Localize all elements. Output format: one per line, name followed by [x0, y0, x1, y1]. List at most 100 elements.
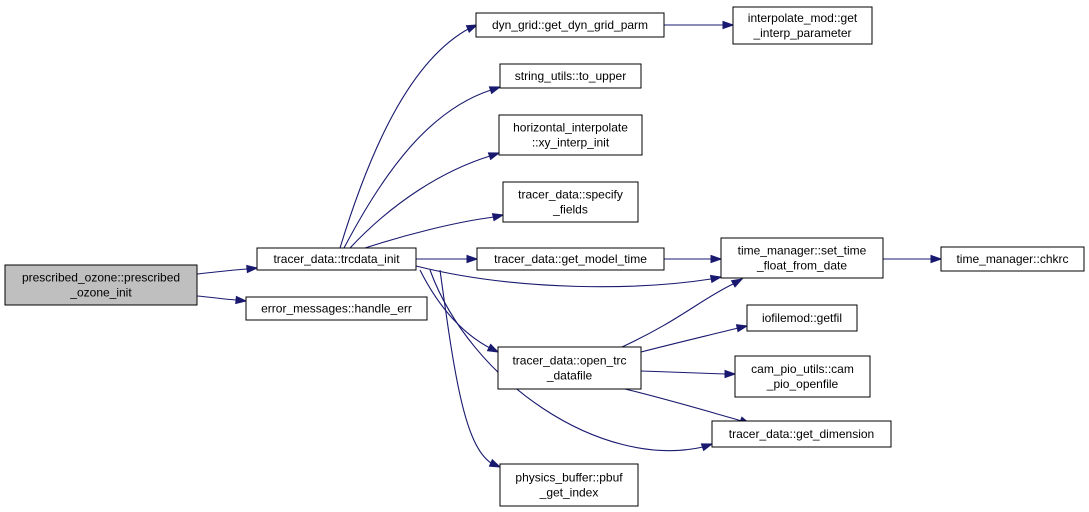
arrowhead-icon	[465, 24, 479, 34]
edge-trcdata_init-to-specify_fields	[364, 213, 505, 249]
arrowhead-icon	[930, 254, 943, 264]
edge-line	[429, 269, 704, 452]
node-label-line: iofilemod::getfil	[762, 311, 842, 325]
edge-line	[415, 265, 712, 288]
arrowhead-icon	[246, 264, 259, 274]
edge-line	[339, 27, 471, 249]
node-get-model-time[interactable]: tracer_data::get_model_time	[476, 247, 665, 271]
node-pbuf-get-index[interactable]: physics_buffer::pbuf_get_index	[499, 463, 639, 507]
edge-line	[343, 89, 492, 249]
node-box	[4, 264, 198, 306]
edge-open_trc_datafile-to-cam_pio_openfile	[640, 369, 737, 379]
node-label-line: horizontal_interpolate	[513, 121, 628, 135]
edge-line	[419, 269, 491, 349]
node-box	[256, 247, 417, 271]
node-box	[940, 246, 1085, 272]
node-label-line: _interp_parameter	[752, 26, 851, 40]
node-open-trc-datafile[interactable]: tracer_data::open_trc_datafile	[497, 346, 642, 390]
node-label-line: physics_buffer::pbuf	[515, 471, 623, 485]
node-label-line: string_utils::to_upper	[515, 69, 626, 83]
node-box	[498, 114, 643, 156]
edge-line	[196, 295, 237, 301]
arrowhead-icon	[730, 278, 744, 288]
node-box	[499, 463, 639, 507]
edge-trcdata_init-to-xy_interp_init	[349, 152, 501, 249]
node-label-line: interpolate_mod::get	[748, 11, 858, 25]
node-box	[499, 63, 642, 89]
node-label-line: dyn_grid::get_dyn_grid_parm	[492, 18, 648, 32]
edge-set_time_float_from_date-to-chkrc	[883, 254, 943, 264]
node-trcdata-init[interactable]: tracer_data::trcdata_init	[256, 247, 417, 271]
node-box	[746, 304, 858, 332]
edge-line	[349, 155, 491, 249]
arrowhead-icon	[488, 86, 502, 95]
node-label-line: _fields	[552, 203, 588, 217]
edge-line	[364, 216, 495, 249]
arrowhead-icon	[709, 274, 723, 284]
node-label-line: error_messages::handle_err	[261, 302, 412, 316]
edge-get_dyn_grid_parm-to-get_interp_parameter	[664, 20, 735, 30]
edge-line	[439, 269, 492, 464]
node-chkrc[interactable]: time_manager::chkrc	[940, 246, 1085, 272]
edge-line	[624, 388, 743, 422]
edge-open_trc_datafile-to-get_dimension	[624, 388, 752, 425]
edge-trcdata_init-to-get_dyn_grid_parm	[339, 24, 479, 249]
arrowhead-icon	[235, 295, 248, 305]
node-box	[502, 181, 639, 223]
nodes-layer: prescribed_ozone::prescribed_ozone_initt…	[4, 6, 1085, 507]
node-label-line: ::xy_interp_init	[532, 136, 610, 150]
node-box	[476, 247, 665, 271]
node-handle-err[interactable]: error_messages::handle_err	[245, 296, 428, 321]
edge-trcdata_init-to-get_dimension	[429, 269, 714, 452]
edge-root-to-handle_err	[196, 295, 248, 305]
node-label-line: tracer_data::trcdata_init	[273, 252, 400, 266]
node-xy-interp-init[interactable]: horizontal_interpolate::xy_interp_init	[498, 114, 643, 156]
arrowhead-icon	[722, 20, 735, 30]
node-label-line: time_manager::chkrc	[956, 252, 1068, 266]
edge-open_trc_datafile-to-getfil	[640, 324, 749, 353]
node-label-line: _float_from_date	[756, 259, 847, 273]
node-set-time-float-from-date[interactable]: time_manager::set_time_float_from_date	[720, 237, 884, 279]
edge-trcdata_init-to-get_model_time	[416, 254, 479, 264]
edge-line	[196, 268, 248, 275]
node-label-line: prescribed_ozone::prescribed	[22, 271, 180, 285]
edge-trcdata_init-to-open_trc_datafile	[419, 269, 500, 353]
arrowhead-icon	[491, 213, 505, 222]
edge-open_trc_datafile-to-set_time_float_from_date	[621, 278, 744, 348]
node-get-dyn-grid-parm[interactable]: dyn_grid::get_dyn_grid_parm	[475, 12, 665, 38]
edge-trcdata_init-to-set_time_float_from_date	[415, 265, 723, 288]
node-root: prescribed_ozone::prescribed_ozone_init	[4, 264, 198, 306]
node-specify-fields[interactable]: tracer_data::specify_fields	[502, 181, 639, 223]
node-to-upper[interactable]: string_utils::to_upper	[499, 63, 642, 89]
arrowhead-icon	[466, 254, 479, 264]
edge-root-to-trcdata_init	[196, 264, 259, 275]
arrowhead-icon	[486, 343, 500, 353]
node-box	[475, 12, 665, 38]
node-get-interp-parameter[interactable]: interpolate_mod::get_interp_parameter	[732, 6, 873, 45]
node-box	[497, 346, 642, 390]
node-box	[711, 420, 892, 448]
node-box	[732, 6, 873, 45]
node-getfil[interactable]: iofilemod::getfil	[746, 304, 858, 332]
arrowhead-icon	[724, 369, 737, 379]
node-cam-pio-openfile[interactable]: cam_pio_utils::cam_pio_openfile	[734, 355, 871, 398]
edge-get_model_time-to-set_time_float_from_date	[664, 254, 723, 264]
node-label-line: tracer_data::specify	[518, 188, 623, 202]
node-box	[720, 237, 884, 279]
node-label-line: tracer_data::open_trc	[512, 354, 626, 368]
edges-layer	[196, 20, 943, 468]
node-label-line: _ozone_init	[69, 286, 132, 300]
node-label-line: tracer_data::get_model_time	[494, 252, 647, 266]
node-box	[734, 355, 871, 398]
arrowhead-icon	[710, 254, 723, 264]
node-label-line: time_manager::set_time	[738, 244, 867, 258]
node-get-dimension[interactable]: tracer_data::get_dimension	[711, 420, 892, 448]
edge-trcdata_init-to-pbuf_get_index	[439, 269, 502, 468]
arrowhead-icon	[488, 458, 502, 468]
node-label-line: cam_pio_utils::cam	[751, 362, 854, 376]
arrowhead-icon	[487, 152, 501, 161]
edge-line	[640, 327, 739, 353]
node-label-line: _get_index	[539, 486, 599, 500]
node-label-line: _datafile	[546, 369, 593, 383]
